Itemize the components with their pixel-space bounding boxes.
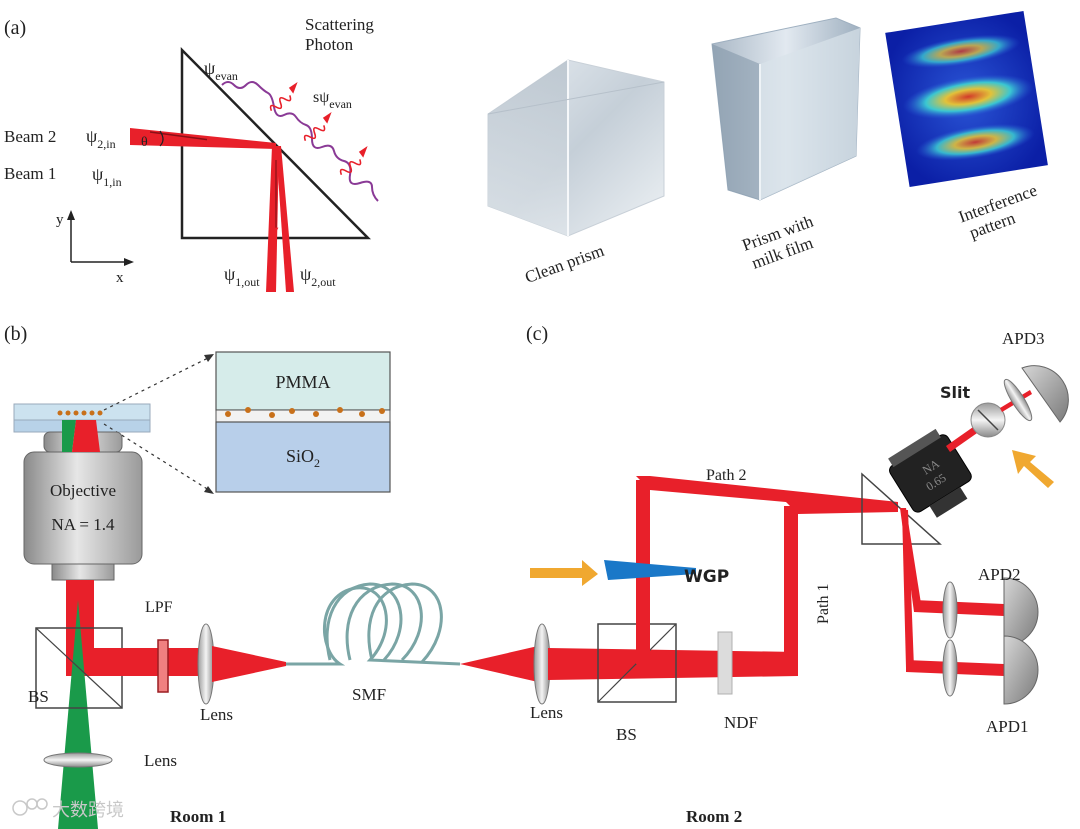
arrow-wgp (530, 560, 598, 586)
path-1-beam (784, 500, 898, 514)
xy-axes: y x (56, 210, 134, 286)
bs-label-c: BS (616, 725, 637, 744)
beam-2-in (130, 128, 276, 148)
psi-1-in-label: ψ1,in (92, 164, 122, 189)
apd3-label: APD3 (1002, 329, 1045, 348)
sample-particles (57, 410, 103, 416)
objective-na-label: NA = 1.4 (52, 515, 115, 534)
psi-evan-label: ψevan (204, 58, 238, 83)
beam-1-in (130, 138, 276, 149)
interference-pattern-photo (885, 11, 1048, 188)
objective-label: Objective (50, 481, 116, 500)
beam-2-out (276, 146, 294, 292)
apd1-detector (1003, 635, 1039, 705)
beam-1-label: Beam 1 (4, 164, 56, 183)
wedge-glass-plate (604, 560, 696, 580)
objective-100x (23, 451, 143, 565)
panel-b-setup: PMMA SiO2 Objective NA = 1.4 (13, 351, 461, 829)
path-2-label: Path 2 (706, 467, 746, 484)
theta-label: θ (141, 135, 148, 150)
apd3-detector (1021, 365, 1069, 423)
axis-x-label: x (116, 270, 124, 286)
lens-bottom-label: Lens (144, 751, 177, 770)
lens-bottom (43, 752, 113, 768)
milk-film-prism-photo (711, 17, 861, 201)
green-excitation-beam (58, 600, 98, 829)
lens-c (533, 623, 551, 705)
arrow-slit (1012, 450, 1054, 488)
lens-label-b: Lens (200, 705, 233, 724)
panel-a-prism-diagram: Scattering Photon ψevan sψevan Beam 2 Be… (4, 15, 379, 292)
wgp-label: WGP (684, 567, 729, 587)
clean-prism-photo (487, 59, 665, 237)
panel-label-a: (a) (4, 17, 26, 39)
beam-2-label: Beam 2 (4, 127, 56, 146)
sio2-layer (215, 421, 391, 493)
scattering-label: Scattering (305, 15, 374, 34)
beam-to-apd2 (914, 600, 1004, 616)
watermark-text: 大数跨境 (52, 800, 124, 821)
s-psi-evan-label: sψevan (313, 89, 352, 111)
psi-2-in-label: ψ2,in (86, 126, 116, 151)
psi-1-out-label: ψ1,out (224, 264, 260, 289)
main-beam-c (548, 648, 798, 680)
slit-label: Slit (940, 383, 970, 402)
panel-label-b: (b) (4, 323, 27, 345)
caption-clean-prism: Clean prism (522, 241, 606, 287)
path-1-label: Path 1 (815, 584, 832, 624)
apd1-label: APD1 (986, 717, 1029, 736)
neutral-density-filter (717, 631, 733, 695)
lens-b (197, 623, 215, 705)
axis-y-label: y (56, 212, 64, 228)
long-pass-filter (157, 639, 169, 693)
evanescent-wave (221, 81, 379, 202)
apd2-label: APD2 (978, 565, 1021, 584)
apd2-detector (1003, 577, 1039, 647)
room-2-label: Room 2 (686, 807, 742, 826)
psi-2-out-label: ψ2,out (300, 264, 336, 289)
single-mode-fiber (286, 582, 461, 666)
lens-label-c: Lens (530, 703, 563, 722)
pmma-layer (215, 351, 391, 411)
sio2-label: SiO2 (286, 446, 320, 470)
panel-c-setup: NA 0.65 APD3 Slit Path 2 Path 1 WGP APD2… (460, 329, 1069, 826)
smf-label: SMF (352, 685, 386, 704)
inset-particles (225, 407, 385, 418)
objective-na065 (888, 428, 972, 518)
scattered-photons (269, 81, 368, 176)
ndf-label: NDF (724, 713, 758, 732)
room-1-label: Room 1 (170, 807, 226, 826)
pmma-label: PMMA (275, 372, 330, 392)
photon-label: Photon (305, 35, 354, 54)
panel-label-c: (c) (526, 323, 548, 345)
lpf-label: LPF (145, 599, 173, 616)
watermark: 大数跨境 (12, 798, 124, 821)
beam-1-out (266, 146, 279, 292)
bs-label-b: BS (28, 687, 49, 706)
